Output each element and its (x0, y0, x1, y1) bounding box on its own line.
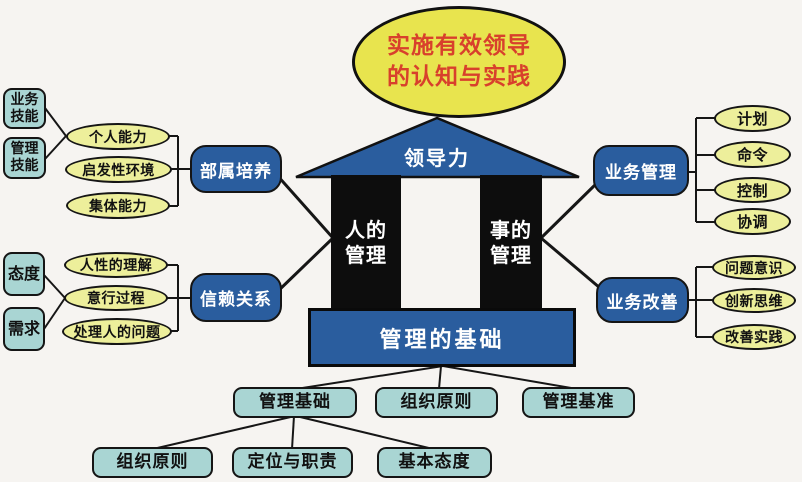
title-ellipse: 实施有效领导 的认知与实践 (352, 6, 566, 118)
box-basic-attitude: 基本态度 (377, 447, 492, 478)
hub-subordinate-development: 部属培养 (190, 145, 282, 193)
hub-trust-relationship: 信赖关系 (190, 273, 282, 322)
pillar-people-management: 人的 管理 (331, 175, 401, 310)
pillar-task-management: 事的 管理 (480, 175, 542, 310)
ellipse-intention-action-process: 意行过程 (64, 285, 168, 311)
ellipse-coordination: 协调 (714, 208, 791, 235)
ellipse-improvement-practice: 改善实践 (712, 324, 796, 350)
ellipse-inspiring-environment: 启发性环境 (65, 156, 172, 183)
box-organization-principles-2: 组织原则 (92, 447, 213, 478)
pillar-label-line: 事的 (490, 217, 532, 242)
hub-business-improvement: 业务改善 (596, 277, 689, 323)
ellipse-handling-people-problems: 处理人的问题 (62, 318, 172, 345)
roof-label: 领导力 (404, 145, 470, 170)
box-needs: 需求 (3, 307, 45, 351)
box-attitude: 态度 (3, 252, 45, 296)
ellipse-control: 控制 (714, 177, 791, 203)
title-line: 的认知与实践 (387, 64, 531, 90)
box-management-basics: 管理基础 (233, 387, 357, 418)
hub-business-management: 业务管理 (593, 145, 689, 196)
pillar-label-line: 管理 (490, 242, 532, 267)
box-business-skills: 业务 技能 (3, 88, 46, 129)
pillar-label-line: 管理 (345, 242, 387, 267)
box-positioning-and-duties: 定位与职责 (232, 447, 353, 478)
box-management-skills: 管理 技能 (3, 137, 46, 179)
management-foundation-base: 管理的基础 (308, 308, 576, 367)
ellipse-collective-ability: 集体能力 (66, 192, 170, 219)
ellipse-innovative-thinking: 创新思维 (712, 288, 796, 313)
ellipse-understanding-human-nature: 人性的理解 (64, 252, 168, 278)
title-line: 实施有效领导 (387, 32, 531, 59)
box-management-standards: 管理基准 (522, 387, 635, 418)
roof-triangle (295, 116, 580, 179)
ellipse-problem-awareness: 问题意识 (712, 255, 796, 280)
ellipse-command: 命令 (714, 141, 791, 168)
box-organization-principles: 组织原则 (375, 387, 498, 418)
ellipse-planning: 计划 (714, 105, 791, 132)
ellipse-personal-ability: 个人能力 (66, 123, 170, 150)
pillar-label-line: 人的 (345, 217, 387, 242)
